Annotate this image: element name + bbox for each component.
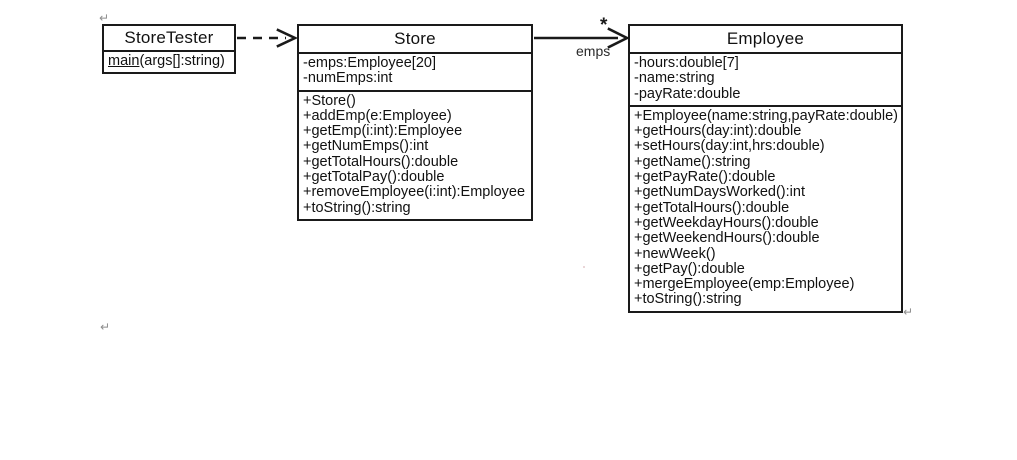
association-role-label: emps: [576, 43, 611, 59]
method-row: +getEmp(i:int):Employee: [303, 123, 463, 140]
method-row: +getTotalHours():double: [634, 199, 790, 216]
method-signature-main: (args[]:string): [139, 53, 225, 69]
uml-class-store[interactable]: Store -emps:Employee[20] -numEmps:int +S…: [297, 24, 533, 221]
method-row: main(args[]:string): [108, 53, 230, 69]
method-row: +newWeek(): [634, 245, 716, 262]
method-row: +getNumEmps():int: [303, 138, 429, 155]
methods-compartment-store: +Store() +addEmp(e:Employee) +getEmp(i:i…: [299, 92, 531, 219]
image-speck: [583, 266, 585, 268]
attribute-row: -name:string: [634, 70, 715, 87]
method-row: +Employee(name:string,payRate:double): [634, 107, 898, 124]
class-name-store: Store: [299, 26, 531, 54]
method-row: +toString():string: [303, 199, 411, 216]
attribute-row: -hours:double[7]: [634, 55, 739, 71]
return-mark-top: ↵: [99, 11, 110, 25]
method-row: +getHours(day:int):double: [634, 123, 802, 140]
methods-compartment-storetester: main(args[]:string): [104, 52, 234, 72]
method-row: +getName():string: [634, 153, 751, 170]
method-row: +getNumDaysWorked():int: [634, 184, 805, 201]
methods-compartment-employee: +Employee(name:string,payRate:double) +g…: [630, 107, 901, 311]
method-row: +toString():string: [634, 291, 742, 308]
class-name-employee: Employee: [630, 26, 901, 54]
method-row: +addEmp(e:Employee): [303, 107, 452, 124]
method-row: +getTotalPay():double: [303, 169, 445, 186]
method-row: +mergeEmployee(emp:Employee): [634, 276, 855, 293]
attribute-row: -emps:Employee[20]: [303, 55, 436, 71]
method-row: +setHours(day:int,hrs:double): [634, 138, 825, 155]
association-multiplicity: *: [600, 15, 608, 36]
attribute-row: -numEmps:int: [303, 70, 393, 87]
class-name-storetester: StoreTester: [104, 26, 234, 52]
method-row: +getTotalHours():double: [303, 153, 459, 170]
return-mark-bottom-left: ↵: [100, 320, 111, 334]
attributes-compartment-store: -emps:Employee[20] -numEmps:int: [299, 54, 531, 92]
uml-class-employee[interactable]: Employee -hours:double[7] -name:string -…: [628, 24, 903, 313]
return-mark-bottom-right: ↵: [903, 305, 914, 319]
uml-class-storetester[interactable]: StoreTester main(args[]:string): [102, 24, 236, 75]
method-row: +getWeekendHours():double: [634, 230, 820, 247]
method-row: +getPayRate():double: [634, 169, 776, 186]
method-row: +Store(): [303, 92, 356, 109]
dependency-arrow-storetester-to-store: [237, 28, 299, 48]
attribute-row: -payRate:double: [634, 85, 741, 102]
method-name-main: main: [108, 53, 140, 69]
method-row: +getWeekdayHours():double: [634, 214, 819, 231]
method-row: +getPay():double: [634, 260, 745, 277]
attributes-compartment-employee: -hours:double[7] -name:string -payRate:d…: [630, 54, 901, 107]
method-row: +removeEmployee(i:int):Employee: [303, 184, 526, 201]
